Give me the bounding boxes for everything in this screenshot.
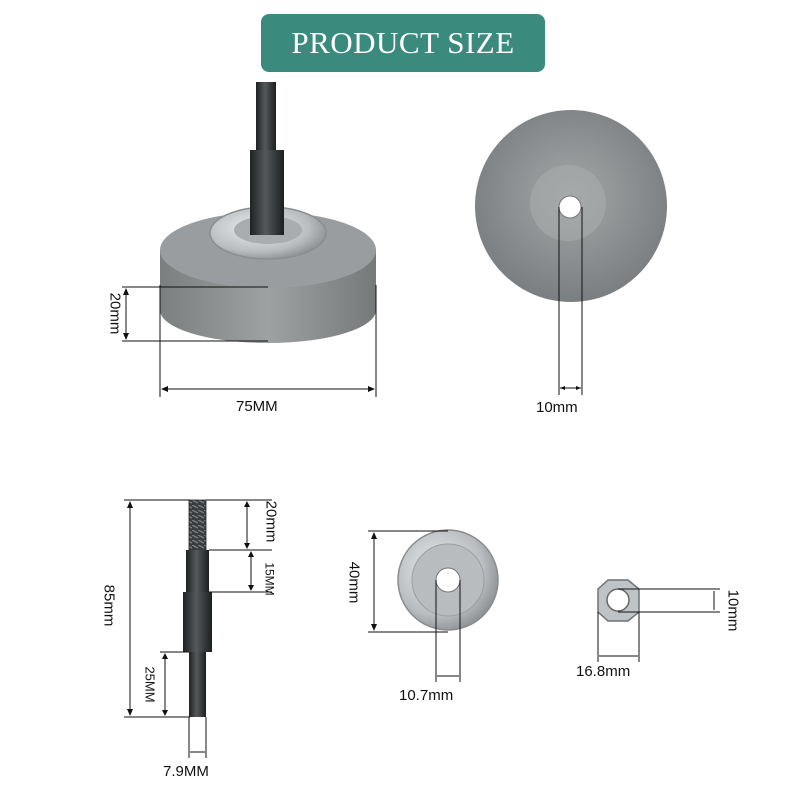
- washer-dimensions: [368, 530, 461, 682]
- nut-dimensions: [597, 588, 720, 662]
- wheel-diameter-dimension: [159, 285, 377, 397]
- grinding-disc-front: [475, 110, 667, 302]
- shaft-length-label: 85mm: [100, 584, 118, 627]
- wheel-thickness-label: 20mm: [106, 292, 124, 335]
- wheel-diameter-label: 75MM: [236, 398, 278, 415]
- hex-nut: [597, 579, 640, 622]
- shank-length-label: 25MM: [142, 666, 158, 703]
- hole-diameter-label: 10mm: [536, 399, 578, 416]
- shaft-dimensions: [124, 499, 272, 758]
- nut-width-label: 16.8mm: [576, 663, 631, 680]
- washer: [397, 529, 499, 631]
- shank-diameter-label: 7.9MM: [163, 763, 209, 780]
- washer-diameter-label: 40mm: [345, 561, 363, 604]
- title-text: PRODUCT SIZE: [291, 25, 515, 60]
- disc-hole-dimension: [558, 207, 583, 395]
- title-banner: PRODUCT SIZE: [261, 14, 545, 72]
- grinding-wheel-assembly: [160, 82, 376, 343]
- wheel-thickness-dimension: [122, 286, 268, 342]
- nut-thread-label: 10mm: [724, 589, 742, 632]
- shaft-side-view: [183, 499, 212, 717]
- washer-hole-label: 10.7mm: [399, 687, 454, 704]
- thread-length-label: 20mm: [262, 500, 280, 543]
- collar-length-label: 15MM: [262, 562, 277, 596]
